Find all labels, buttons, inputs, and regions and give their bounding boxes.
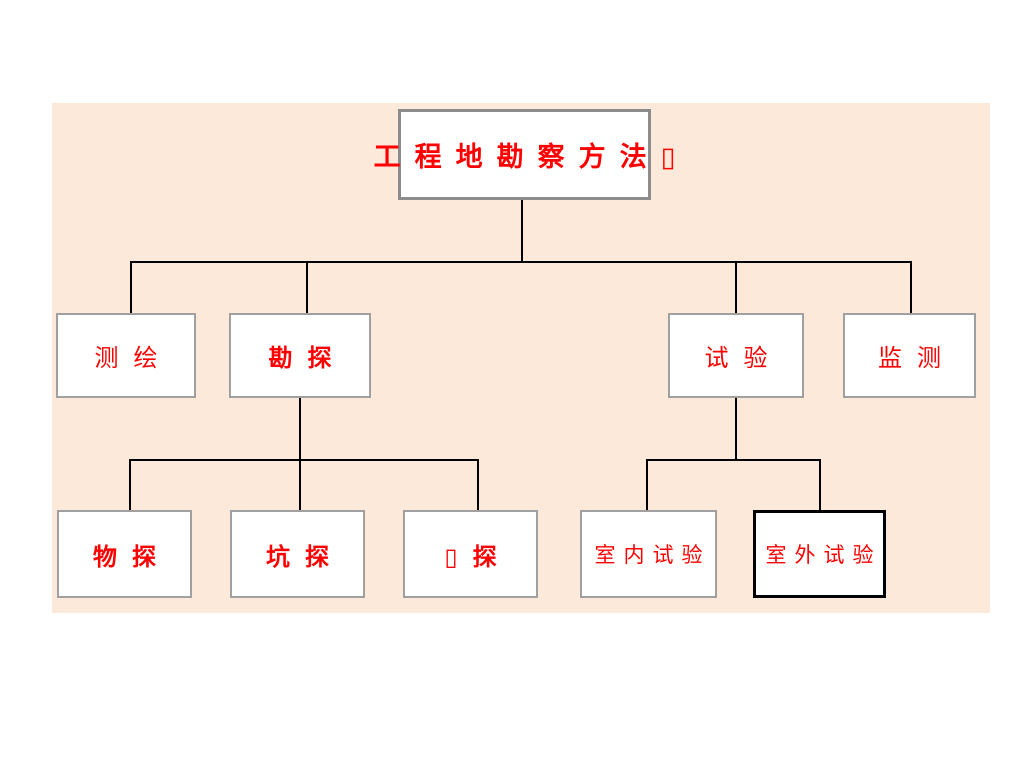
connector-line (646, 461, 648, 510)
connector-line (130, 263, 132, 313)
node-root-survey-methods: 工程地勘察方法▯ (374, 109, 675, 200)
node-exploration: 勘探 (229, 313, 371, 398)
connector-line (299, 461, 301, 510)
node-label: 物探 (93, 542, 171, 571)
connector-line (819, 461, 821, 510)
node-drilling-exploration: ▯探 (403, 510, 538, 598)
connector-line (521, 200, 523, 262)
node-label: 室外试验 (765, 543, 882, 567)
node-indoor-test: 室内试验 (580, 510, 717, 598)
node-label: 室内试验 (594, 543, 711, 567)
connector-line (129, 461, 131, 510)
node-geophysical-exploration: 物探 (57, 510, 192, 598)
connector-line (646, 459, 821, 461)
node-label: 监测 (878, 344, 956, 372)
node-label: 坑探 (266, 542, 344, 571)
node-label: 测绘 (94, 344, 173, 372)
node-label: 试验 (704, 344, 783, 372)
connector-line (735, 398, 737, 459)
node-pit-exploration: 坑探 (230, 510, 365, 598)
connector-line (910, 263, 912, 313)
connector-line (306, 263, 308, 313)
node-testing: 试验 (668, 313, 804, 398)
connector-line (299, 398, 301, 459)
node-label: 工程地勘察方法▯ (373, 142, 690, 173)
node-label: ▯探 (444, 542, 512, 571)
node-outdoor-test: 室外试验 (753, 510, 886, 598)
node-label: 勘探 (268, 344, 347, 372)
connector-line (735, 263, 737, 313)
node-monitoring: 监测 (843, 313, 976, 398)
node-surveying-mapping: 测绘 (56, 313, 196, 398)
connector-line (477, 461, 479, 510)
connector-line (129, 459, 479, 461)
connector-line (130, 261, 912, 263)
